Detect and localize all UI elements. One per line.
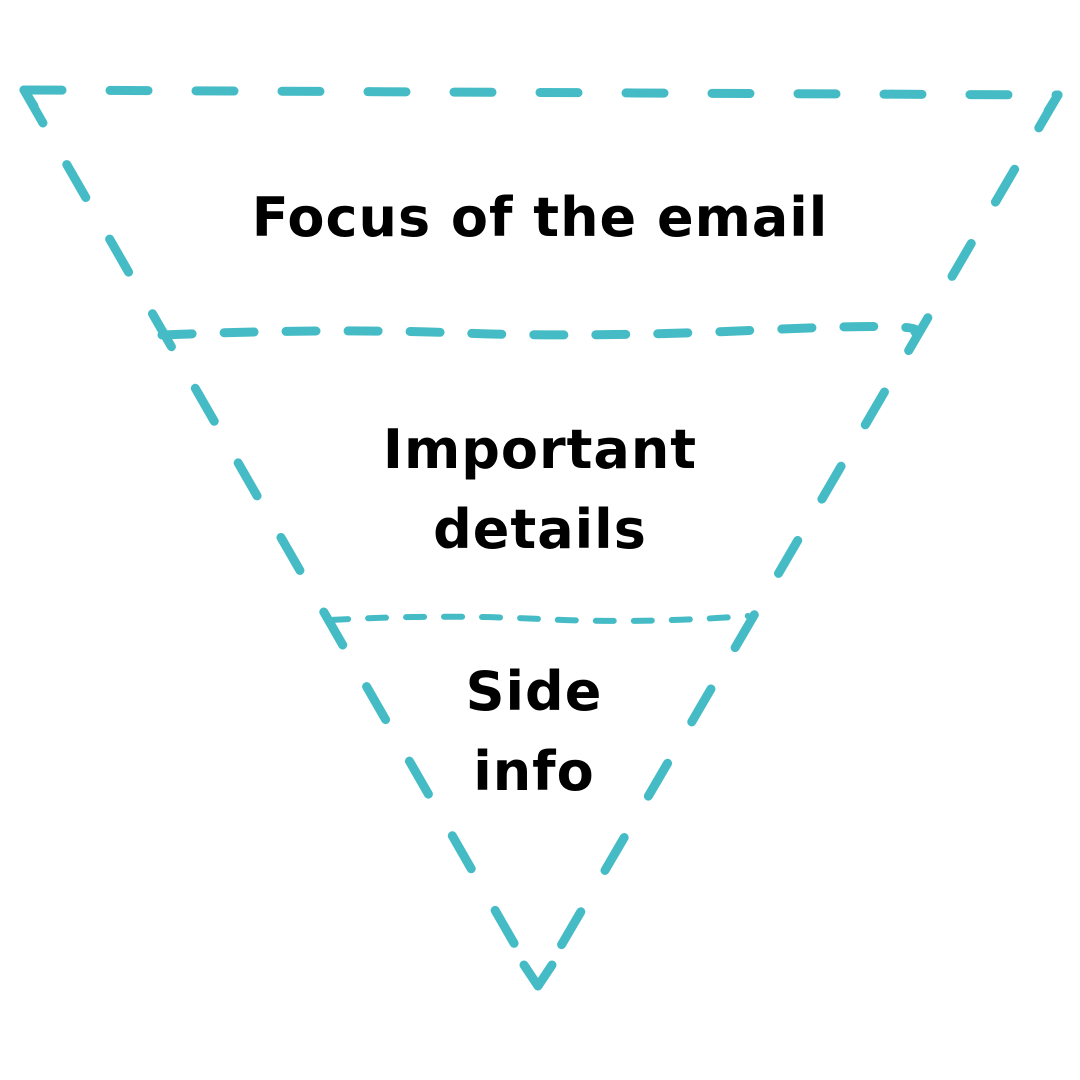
funnel-corner-left — [19, 85, 39, 111]
tier-divider-2 — [327, 613, 751, 624]
tier-middle-label: Important details — [0, 410, 1080, 570]
funnel-left-edge — [19, 85, 543, 990]
tier-bottom-label: Side info — [0, 652, 1074, 812]
funnel-top-edge — [19, 85, 1063, 100]
tier-top-line-1: Focus of the email — [251, 186, 829, 249]
tier-divider-1 — [157, 321, 921, 340]
tier-middle-line-2: details — [433, 498, 647, 561]
funnel-tip-arrow — [519, 960, 557, 991]
tier-top-label: Focus of the email — [0, 186, 1080, 250]
funnel-right-edge — [533, 90, 1063, 990]
funnel-corner-right — [1043, 90, 1063, 116]
tier-bottom-line-1: Side — [465, 660, 603, 723]
tier-middle-line-1: Important — [382, 418, 698, 481]
tier-bottom-line-2: info — [473, 740, 595, 803]
